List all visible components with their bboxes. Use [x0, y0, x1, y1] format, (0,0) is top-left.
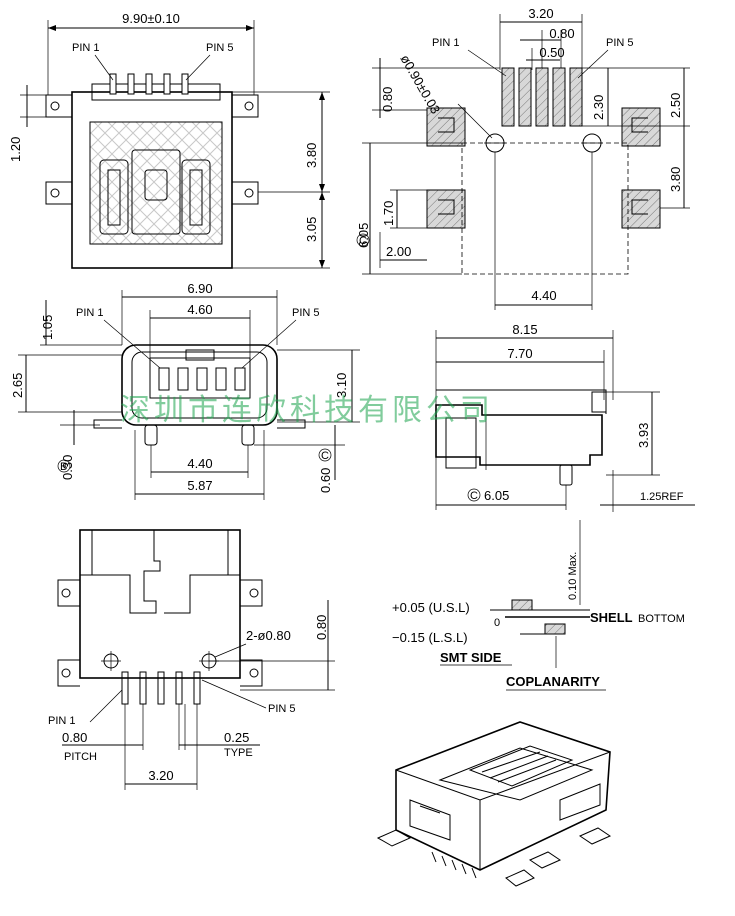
front-pin1-label: PIN 1 — [76, 307, 104, 319]
fp-pitch-dim: 0.80 — [549, 26, 574, 41]
bottom-type-value: 0.25 — [224, 730, 249, 745]
front-dim-440: 4.40 — [187, 456, 212, 471]
fp-dim-right2: 3.80 — [668, 167, 683, 192]
bottom-view: 2-ø0.80 0.80 PIN 1 PIN 5 0.80 PITCH 0.25… — [48, 529, 335, 790]
side-ref-dim: 1.25REF — [640, 491, 684, 503]
fp-dim-padw: 2.00 — [386, 244, 411, 259]
front-width-top: 6.90 — [187, 281, 212, 296]
top-dim-right-top: 3.80 — [304, 143, 319, 168]
top-dim-right-bottom: 3.05 — [304, 217, 319, 242]
side-c-mark: C — [470, 490, 478, 502]
pcb-footprint: 3.20 0.80 0.50 PIN 1 PIN 5 — [356, 6, 690, 310]
front-dim-105: 1.05 — [40, 315, 55, 340]
fp-dim-small: 1.70 — [381, 201, 396, 226]
cop-bottom: BOTTOM — [638, 613, 685, 625]
front-dim-587: 5.87 — [187, 478, 212, 493]
bottom-holes-dim: 2-ø0.80 — [246, 628, 291, 643]
bottom-pin5-label: PIN 5 — [268, 703, 296, 715]
front-dim-060: 0.60 — [318, 468, 333, 493]
fp-dim-top-left: 0.80 — [380, 87, 395, 112]
front-view: 6.90 4.60 PIN 1 PIN 5 1.05 2.65 — [10, 281, 360, 500]
fp-c-mark: C — [359, 235, 367, 247]
cop-lsl: −0.15 (L.S.L) — [392, 630, 468, 645]
front-dim-265: 2.65 — [10, 373, 25, 398]
company-watermark: 深圳市连欣科技有限公司 — [120, 394, 494, 427]
isometric-view — [376, 721, 612, 887]
top-dim-left: 1.20 — [8, 137, 23, 162]
cop-max: 0.10 Max. — [567, 552, 579, 600]
fp-pin1-label: PIN 1 — [432, 37, 460, 49]
side-dim-770: 7.70 — [507, 346, 532, 361]
side-dim-605: 6.05 — [484, 488, 509, 503]
front-dim-030: 0.30 — [60, 455, 75, 480]
side-dim-815: 8.15 — [512, 322, 537, 337]
bottom-pitch-label: PITCH — [64, 751, 97, 763]
front-c-mark: C — [321, 450, 329, 462]
fp-dim-bottom: 4.40 — [531, 288, 556, 303]
bottom-pin1-label: PIN 1 — [48, 715, 76, 727]
cop-zero: 0 — [494, 617, 500, 629]
fp-span-dim: 3.20 — [528, 6, 553, 21]
fp-pin5-label: PIN 5 — [606, 37, 634, 49]
top-width-dim: 9.90±0.10 — [122, 11, 180, 26]
front-pin5-label: PIN 5 — [292, 307, 320, 319]
fp-dim-right1: 2.50 — [668, 93, 683, 118]
bottom-type-label: TYPE — [224, 747, 253, 759]
cop-shell: SHELL — [590, 610, 633, 625]
bottom-dim-080: 0.80 — [314, 615, 329, 640]
top-view: 9.90±0.10 PIN 1 PIN 5 1.20 — [8, 11, 330, 269]
top-pin1-label: PIN 1 — [72, 42, 100, 54]
cop-usl: +0.05 (U.S.L) — [392, 600, 470, 615]
fp-hole-dim: ø0.90±0.03 — [397, 52, 443, 116]
coplanarity-diagram: 0.10 Max. +0.05 (U.S.L) 0 −0.15 (L.S.L) … — [392, 520, 685, 691]
front-dim-310: 3.10 — [334, 373, 349, 398]
front-width-inner: 4.60 — [187, 302, 212, 317]
front-b-mark: B — [60, 461, 67, 473]
cop-title: COPLANARITY — [506, 674, 600, 689]
fp-dim-left-total: 6.05 — [356, 223, 371, 248]
bottom-pitch-value: 0.80 — [62, 730, 87, 745]
side-view: 8.15 7.70 3.93 C 6.05 1.25REF — [435, 322, 695, 512]
cop-smt: SMT SIDE — [440, 650, 502, 665]
side-dim-393: 3.93 — [636, 423, 651, 448]
fp-dim-padlen: 2.30 — [591, 95, 606, 120]
fp-padwidth-dim: 0.50 — [539, 45, 564, 60]
bottom-span-dim: 3.20 — [148, 768, 173, 783]
top-pin5-label: PIN 5 — [206, 42, 234, 54]
